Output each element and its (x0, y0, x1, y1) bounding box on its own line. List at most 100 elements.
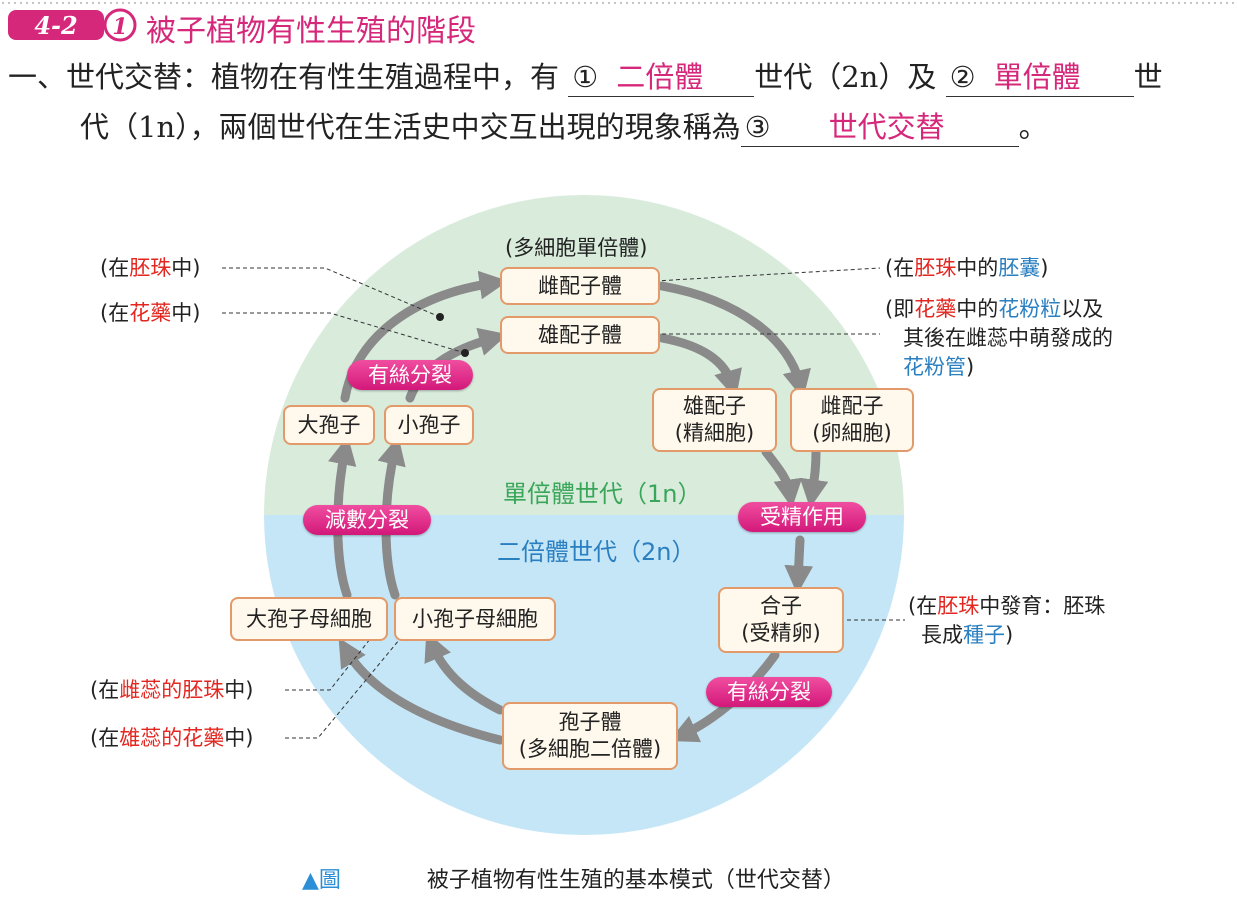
microspore-box: 小孢子 (384, 405, 474, 445)
haploid-generation-label: 單倍體世代（1n） (503, 480, 702, 508)
note-anther-a: (在 (100, 301, 130, 325)
female-gametophyte-label: 雌配子體 (538, 273, 622, 298)
note-pollen-line-2: 其後在雌蕊中萌發成的 (903, 326, 1113, 350)
diploid-generation-label: 二倍體世代（2n） (497, 538, 696, 566)
note-seed-d: 長成 (921, 623, 963, 647)
leader-embryo-sac (654, 267, 881, 282)
note-pollen-tube: 花粉管 (903, 355, 966, 379)
note-anther-b: 花藥 (129, 301, 172, 325)
figure-caption: ▲圖 被子植物有性生殖的基本模式（世代交替） (302, 862, 845, 894)
zygote-box: 合子 (受精卵) (718, 587, 844, 653)
figure-marker: ▲圖 (302, 868, 341, 893)
blank-3: ③ 世代交替 (740, 104, 1019, 147)
figure-caption-text: 被子植物有性生殖的基本模式（世代交替） (426, 868, 845, 893)
blank-2: ② 單倍體 (945, 54, 1134, 97)
zygote-label-1: 合子 (760, 594, 802, 618)
note-ovule-b: 胚珠 (129, 256, 172, 280)
note-pollen-b: 花藥 (914, 297, 957, 321)
leader-pistil-ovule (285, 633, 375, 691)
egg-label-1: 雌配子 (820, 394, 884, 418)
sporophyte-label-2: (多細胞二倍體) (518, 737, 662, 761)
arrow-sporophyte-to-megasporocyte (338, 637, 505, 745)
note-pollen-a: (即 (885, 297, 915, 321)
leader-stamen-anther (285, 633, 405, 739)
note-pistil-c: 中) (224, 678, 254, 702)
arrow-fertilization-to-zygote (784, 535, 814, 595)
meiosis-pill: 減數分裂 (303, 505, 431, 535)
arrow-sperm-to-fertilization (761, 447, 803, 509)
note-pollen-line-1: (即花藥中的花粉粒以及 (885, 295, 1103, 323)
note-embryo-sac-d: 胚囊 (998, 256, 1041, 280)
sporophyte-label-1: 孢子體 (558, 710, 622, 734)
section-number: 4-2 (34, 11, 77, 40)
note-pollen-e: 以及 (1061, 297, 1104, 321)
note-seed-line-2: 長成種子) (921, 621, 1013, 649)
intro-mid-2: 世 (1133, 60, 1163, 94)
male-gametophyte-label: 雄配子體 (538, 322, 622, 347)
arrow-sporophyte-to-microsporocyte (424, 631, 505, 715)
blank-1-answer: 二倍體 (616, 60, 704, 94)
intro-prefix: 一、世代交替：植物在有性生殖過程中，有 (8, 60, 560, 94)
note-embryo-sac: (在胚珠中的胚囊) (885, 254, 1048, 282)
note-pollen-d: 花粉粒 (998, 297, 1062, 321)
microsporocyte-box: 小孢子母細胞 (394, 597, 556, 641)
sperm-box: 雄配子(精細胞) (652, 388, 777, 452)
female-gametophyte-box: 雌配子體 (500, 267, 660, 305)
fertilization-pill: 受精作用 (738, 502, 866, 532)
microsporocyte-label: 小孢子母細胞 (412, 606, 538, 631)
intro-line-2-prefix: 代（1n），兩個世代在生活史中交互出現的現象稱為 (80, 110, 741, 144)
section-circled-number: 1 (112, 14, 127, 40)
note-ovule-c: 中) (171, 256, 201, 280)
note-embryo-sac-c: 中的 (956, 256, 999, 280)
section-badge: 4-2 1 (8, 8, 137, 42)
header-dotted-rule (0, 0, 1237, 8)
note-embryo-sac-e: ) (1040, 256, 1049, 280)
top-caption: (多細胞單倍體) (505, 236, 648, 260)
note-pistil-b: 雌蕊的胚珠 (119, 678, 225, 702)
note-seed-b: 胚珠 (937, 594, 980, 618)
megaspore-box: 大孢子 (283, 405, 375, 445)
blank-3-number: ③ (744, 110, 771, 144)
megaspore-label: 大孢子 (297, 412, 361, 437)
intro-mid-1: 世代（2n）及 (754, 60, 937, 94)
blank-1: ① 二倍體 (568, 54, 755, 97)
note-anther: (在花藥中) (100, 299, 200, 327)
microspore-label: 小孢子 (397, 412, 461, 437)
blank-1-number: ① (572, 60, 599, 94)
egg-label-2: (卵細胞) (812, 421, 892, 445)
note-embryo-sac-b: 胚珠 (914, 256, 957, 280)
intro-line-2-suffix: 。 (1018, 110, 1048, 144)
note-pollen-close: ) (966, 355, 975, 379)
note-pollen-line-3: 花粉管) (903, 353, 974, 381)
note-seed-line-1: (在胚珠中發育：胚珠 (908, 592, 1105, 620)
note-embryo-sac-a: (在 (885, 256, 915, 280)
mitosis-bottom-pill: 有絲分裂 (706, 677, 832, 707)
note-seed-a: (在 (908, 594, 938, 618)
note-anther-c: 中) (171, 301, 201, 325)
note-pistil-ovule: (在雌蕊的胚珠中) (90, 676, 253, 704)
note-seed-e: 種子 (963, 623, 1005, 647)
zygote-label-2: (受精卵) (741, 621, 821, 645)
section-title: 被子植物有性生殖的階段 (146, 14, 476, 49)
note-stamen-anther: (在雄蕊的花藥中) (90, 724, 253, 752)
note-stamen-c: 中) (224, 726, 254, 750)
blank-3-answer: 世代交替 (828, 110, 945, 144)
megasporocyte-box: 大孢子母細胞 (230, 597, 388, 641)
blank-2-answer: 單倍體 (993, 60, 1081, 94)
note-ovule-a: (在 (100, 256, 130, 280)
arrow-egg-to-fertilization (799, 447, 829, 509)
arrow-male-gametophyte-to-sperm (657, 333, 742, 399)
leader-anther (222, 312, 466, 354)
note-pistil-a: (在 (90, 678, 120, 702)
megasporocyte-label: 大孢子母細胞 (246, 606, 372, 631)
note-seed-c: 中發育：胚珠 (979, 594, 1106, 618)
mitosis-top-pill: 有絲分裂 (347, 360, 473, 390)
note-pollen-c: 中的 (956, 297, 999, 321)
note-stamen-b: 雄蕊的花藥 (119, 726, 225, 750)
blank-2-number: ② (949, 60, 976, 94)
sporophyte-box: 孢子體 (多細胞二倍體) (502, 702, 678, 770)
intro-line-1: 一、世代交替：植物在有性生殖過程中，有 ① 二倍體 世代（2n）及 ② 單倍體 世 (8, 54, 1163, 97)
note-ovule: (在胚珠中) (100, 254, 200, 282)
note-stamen-a: (在 (90, 726, 120, 750)
